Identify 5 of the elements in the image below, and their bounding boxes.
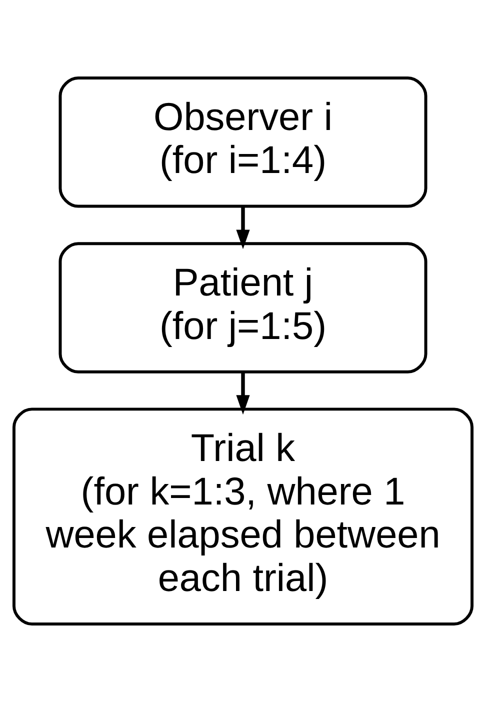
node-box: Patient j (for j=1:5): [58, 242, 428, 374]
arrow: [236, 206, 250, 250]
arrow: [236, 372, 250, 415]
node-box: Trial k (for k=1:3, where 1 week elapsed between each trial): [12, 408, 474, 626]
node-box: Observer i (for i=1:4): [58, 76, 428, 208]
